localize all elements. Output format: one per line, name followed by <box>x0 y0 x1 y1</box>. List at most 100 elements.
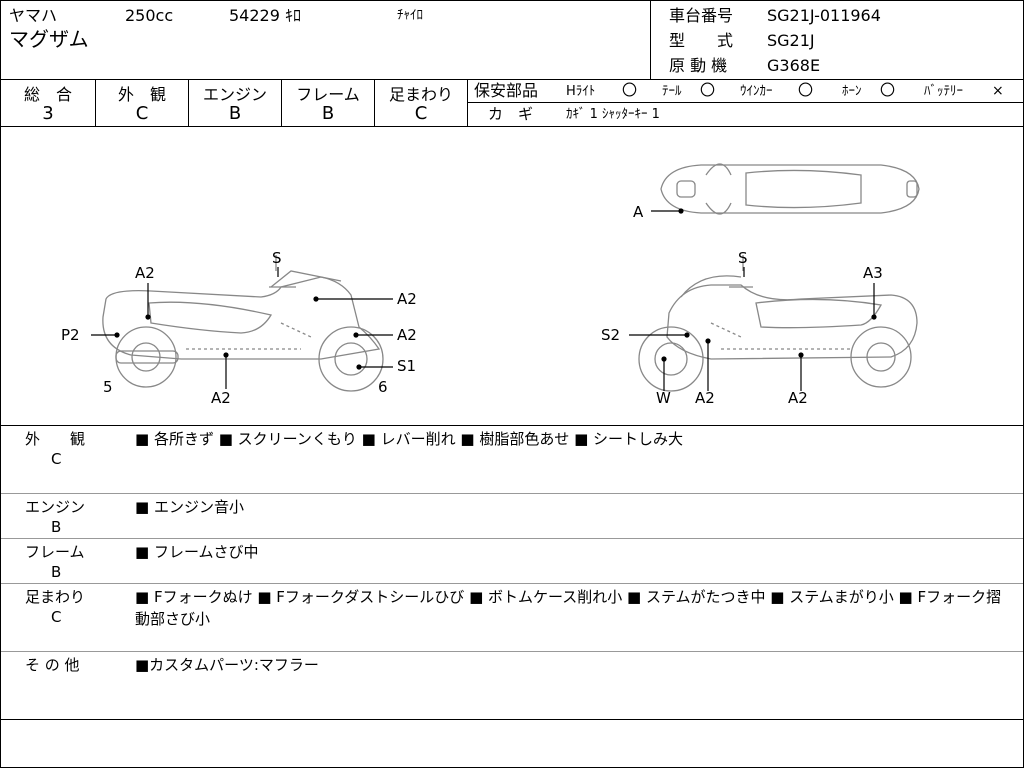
equip-winker-mark: 〇 <box>798 81 814 99</box>
top-view-tail <box>906 180 918 198</box>
leader-dot <box>313 296 319 302</box>
equip-horn-mark: 〇 <box>880 81 896 99</box>
leader-dot <box>678 208 684 214</box>
top-view-headlight <box>676 180 696 198</box>
left-mirror <box>269 255 296 288</box>
grade-exterior: 外 観 C <box>96 79 189 126</box>
chaikiro: ﾁｬｲﾛ <box>397 8 423 23</box>
type-label: 型 式 <box>669 31 734 50</box>
equip-battery: ﾊﾞｯﾃﾘｰ <box>924 84 963 99</box>
label-right-a2-mid: A2 <box>695 389 715 407</box>
leader-dot <box>353 332 359 338</box>
equipment-row: 保安部品 Hﾗｲﾄ 〇 ﾃｰﾙ 〇 ｳｲﾝｶｰ 〇 ﾎｰﾝ 〇 ﾊﾞｯﾃﾘｰ × <box>468 79 1023 103</box>
top-view-handles <box>705 163 732 215</box>
right-rear-wheel <box>850 326 912 388</box>
displacement: 250cc <box>125 6 174 25</box>
type-value: SG21J <box>767 31 815 50</box>
grade-label: エンジン <box>202 85 267 104</box>
equip-headlight: Hﾗｲﾄ <box>566 84 596 99</box>
label-left-a2-front: A2 <box>397 326 417 344</box>
right-front-hub <box>654 342 688 376</box>
left-front-hub <box>334 342 368 376</box>
leader-dot <box>705 338 711 344</box>
note-grade: C <box>51 450 62 468</box>
maker: ヤマハ <box>9 6 58 25</box>
model-name: マグザム <box>9 27 89 51</box>
note-grade: C <box>51 608 62 626</box>
note-engine: エンジン B ■ エンジン音小 <box>1 494 1023 539</box>
right-windscreen <box>680 275 742 298</box>
right-dashed-lines <box>710 322 851 350</box>
note-label: エンジン <box>25 498 86 516</box>
label-left-a2-cowl: A2 <box>397 290 417 308</box>
equip-headlight-mark: 〇 <box>622 81 638 99</box>
leader-dot <box>223 352 229 358</box>
equipment-section: 保安部品 Hﾗｲﾄ 〇 ﾃｰﾙ 〇 ｳｲﾝｶｰ 〇 ﾎｰﾝ 〇 ﾊﾞｯﾃﾘｰ ×… <box>468 79 1023 126</box>
key-label: カ ギ <box>488 105 534 123</box>
left-seat <box>148 301 273 334</box>
note-text: ■ エンジン音小 <box>135 498 244 516</box>
frame-number: SG21J-011964 <box>767 6 881 25</box>
label-right-w: W <box>656 389 671 407</box>
grade-value: B <box>228 103 242 124</box>
header-left: ヤマハ マグザム 250cc 54229 ｷﾛ ﾁｬｲﾛ <box>1 1 651 79</box>
grade-value: C <box>135 103 149 124</box>
label-left-s1: S1 <box>397 357 416 375</box>
leader-dot <box>871 314 877 320</box>
leader-dot <box>145 314 151 320</box>
left-front-wheel <box>318 326 384 392</box>
note-label: 足まわり <box>25 588 86 606</box>
label-right-a3: A3 <box>863 264 883 282</box>
note-label: そ の 他 <box>25 656 80 674</box>
header: ヤマハ マグザム 250cc 54229 ｷﾛ ﾁｬｲﾛ 車台番号 SG21J-… <box>1 1 1023 80</box>
right-rear-hub <box>866 342 896 372</box>
note-suspension: 足まわり C ■ Fフォークぬけ ■ Fフォークダストシールひび ■ ボトムケー… <box>1 584 1023 652</box>
note-label: フレーム <box>25 543 85 561</box>
grades-row: 総 合 3 外 観 C エンジン B フレーム B 足まわり C 保安部品 Hﾗ… <box>1 79 1023 127</box>
label-left-s: S <box>272 249 282 267</box>
note-label: 外 観 <box>25 430 86 448</box>
leader-dot <box>114 332 120 338</box>
note-other: そ の 他 ■カスタムパーツ:マフラー <box>1 652 1023 720</box>
grade-overall: 総 合 3 <box>1 79 96 126</box>
note-exterior: 外 観 C ■ 各所きず ■ スクリーンくもり ■ レバー削れ ■ 樹脂部色あせ… <box>1 426 1023 494</box>
grade-label: フレーム <box>296 85 360 104</box>
grade-frame: フレーム B <box>282 79 375 126</box>
scooter-diagram-svg: A A2 S A2 P2 A2 S1 5 6 A2 S A3 S2 W A2 A… <box>61 163 920 407</box>
left-dashed-lines <box>186 322 312 350</box>
right-scooter-body <box>666 284 918 360</box>
key-value: ｶｷﾞ 1 ｼｬｯﾀｰｷｰ 1 <box>566 107 660 122</box>
right-seat <box>755 298 883 329</box>
note-text: ■ 各所きず ■ スクリーンくもり ■ レバー削れ ■ 樹脂部色あせ ■ シート… <box>135 430 684 448</box>
mileage: 54229 ｷﾛ <box>229 6 301 25</box>
note-text: ■カスタムパーツ:マフラー <box>135 656 319 674</box>
equip-tail: ﾃｰﾙ <box>662 84 682 99</box>
note-grade: B <box>51 563 62 581</box>
grade-suspension: 足まわり C <box>375 79 468 126</box>
label-left-a2-top: A2 <box>135 264 155 282</box>
leader-dot <box>356 364 362 370</box>
label-top-a: A <box>633 203 644 221</box>
leader-dot <box>798 352 804 358</box>
leader-dot <box>684 332 690 338</box>
note-text: ■ フレームさび中 <box>135 543 259 561</box>
grade-value: B <box>321 103 335 124</box>
label-left-5: 5 <box>103 378 113 396</box>
left-muffler <box>115 350 179 364</box>
grade-engine: エンジン B <box>189 79 282 126</box>
engine-label: 原 動 機 <box>669 56 728 75</box>
grade-label: 総 合 <box>23 85 72 104</box>
equip-tail-mark: 〇 <box>700 81 716 99</box>
label-right-s: S <box>738 249 748 267</box>
grade-label: 足まわり <box>388 85 453 104</box>
equip-winker: ｳｲﾝｶｰ <box>740 84 773 99</box>
note-grade: B <box>51 518 62 536</box>
note-frame: フレーム B ■ フレームさび中 <box>1 539 1023 584</box>
equip-battery-mark: × <box>992 83 1004 99</box>
left-rear-hub <box>131 342 161 372</box>
left-windscreen <box>270 270 342 288</box>
label-right-s2: S2 <box>601 326 620 344</box>
left-rear-wheel <box>115 326 177 388</box>
label-right-a2-bottom: A2 <box>788 389 808 407</box>
